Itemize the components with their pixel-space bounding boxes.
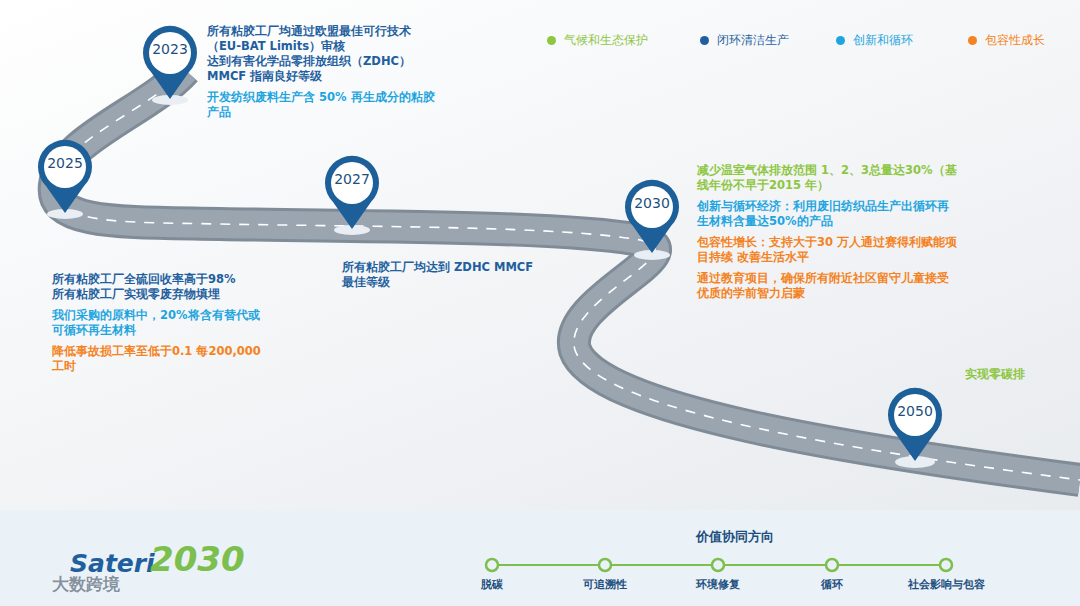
milestone-text: 降低事故损工率至低于0.1 每200,000工时: [52, 344, 267, 374]
legend-swatch: [836, 36, 845, 45]
band-heading: 价值协同方向: [696, 529, 774, 546]
milestone-text: 创新与循环经济：利用废旧纺织品生产出循环再生材料含量达50%的产品: [697, 199, 959, 229]
value-label: 可追溯性: [583, 578, 627, 592]
year-label: 2050: [887, 403, 943, 419]
milestone-text: 通过教育项目，确保所有附近社区留守儿童接受优质的学前智力启蒙: [697, 271, 959, 301]
milestone-text: 减少温室气体排放范围 1、2、3总量达30%（基线年份不早于2015 年）: [697, 163, 959, 193]
year-label: 2025: [37, 155, 93, 171]
value-label: 循环: [821, 578, 843, 592]
milestone-text: 开发纺织废料生产含 50% 再生成分的粘胶产品: [207, 90, 435, 120]
legend-text: 气候和生态保护: [564, 32, 648, 49]
milestone-text: 实现零碳排: [965, 367, 1065, 382]
year-label: 2027: [324, 171, 380, 187]
pin-shape: [887, 386, 943, 462]
bottom-band: [0, 510, 1080, 606]
value-label: 环境修复: [696, 578, 740, 592]
milestone-pin: 2027: [324, 154, 380, 230]
legend-swatch: [968, 36, 977, 45]
milestone-text: 所有粘胶工厂全硫回收率高于98%: [52, 272, 267, 287]
milestone-text: 我们采购的原料中，20%将含有替代或可循环再生材料: [52, 308, 267, 338]
logo-year: 2030: [150, 541, 245, 578]
value-dot: [712, 559, 724, 571]
legend-item: 气候和生态保护: [547, 32, 648, 49]
milestone-text: 所有粘胶工厂均达到 ZDHC MMCF 最佳等级: [342, 260, 542, 290]
value-dot: [599, 559, 611, 571]
legend-swatch: [700, 36, 709, 45]
milestone-pin: 2050: [887, 386, 943, 462]
legend-item: 闭环清洁生产: [700, 32, 789, 49]
milestone-pin: 2030: [624, 178, 680, 254]
value-dot: [940, 559, 952, 571]
milestone-pin: 2025: [37, 138, 93, 214]
milestone-text: 包容性增长：支持大于30 万人通过赛得利赋能项目持续 改善生活水平: [697, 235, 959, 265]
legend-text: 包容性成长: [985, 32, 1045, 49]
year-label: 2023: [142, 41, 198, 57]
pin-shape: [142, 24, 198, 100]
legend-swatch: [547, 36, 556, 45]
value-dot: [826, 559, 838, 571]
legend-text: 创新和循环: [853, 32, 913, 49]
watermark: 大数跨境: [52, 573, 120, 595]
value-label: 脱碳: [481, 578, 503, 592]
pin-shape: [37, 138, 93, 214]
legend-item: 创新和循环: [836, 32, 913, 49]
milestone-text: 所有粘胶工厂均通过欧盟最佳可行技术（EU-BAT Limits）审核: [207, 24, 435, 54]
pin-shape: [324, 154, 380, 230]
milestone-text: 达到有害化学品零排放组织（ZDHC） MMCF 指南良好等级: [207, 54, 435, 84]
milestone-pin: 2023: [142, 24, 198, 100]
value-label: 社会影响与包容: [908, 578, 985, 592]
milestone-text: 所有粘胶工厂实现零废弃物填埋: [52, 287, 267, 302]
year-label: 2030: [624, 195, 680, 211]
value-dot: [486, 559, 498, 571]
legend-text: 闭环清洁生产: [717, 32, 789, 49]
pin-shape: [624, 178, 680, 254]
legend-item: 包容性成长: [968, 32, 1045, 49]
